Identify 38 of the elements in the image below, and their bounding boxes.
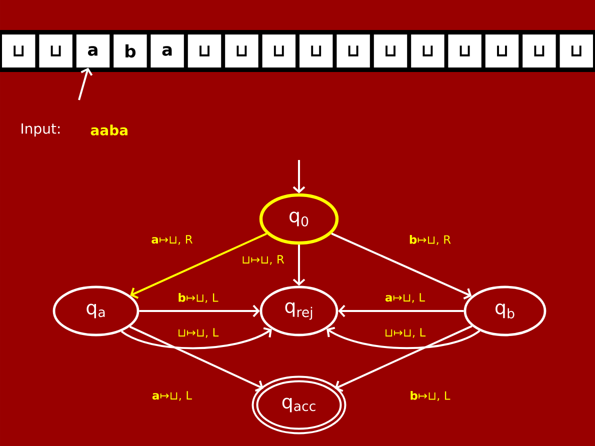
tape-cell: ⊔	[411, 34, 444, 68]
edge-label: ⊔↦⊔, L	[386, 328, 426, 338]
arrow	[78, 68, 93, 100]
input-label: Input:	[22, 123, 60, 137]
tape-cell: b	[114, 34, 147, 68]
arrow	[139, 304, 260, 318]
tape-cell: a	[76, 34, 110, 68]
tape-cell: ⊔	[374, 34, 408, 68]
tape-cell: ⊔	[522, 34, 556, 68]
edge-label: ⊔↦⊔, L	[178, 328, 219, 338]
tape-cell: ⊔	[39, 34, 72, 68]
tape-cell: ⊔	[300, 34, 333, 68]
arrow	[326, 326, 480, 350]
tape-cell: ⊔	[560, 34, 593, 68]
arrow	[331, 232, 472, 300]
edge-label: b↦⊔, R	[410, 234, 451, 246]
arrow	[338, 304, 464, 318]
arrow	[130, 232, 267, 299]
arrow	[292, 160, 306, 194]
edge-label: a↦⊔, R	[152, 235, 192, 245]
tape-cell: ⊔	[485, 34, 519, 68]
tape-cell: ⊔	[2, 34, 36, 68]
tape-cell: ⊔	[188, 34, 222, 68]
edge-label: b↦⊔, L	[410, 390, 450, 402]
arrow	[129, 326, 264, 392]
input-label: aaba	[90, 124, 128, 136]
arrow	[292, 244, 306, 286]
tape-cell: ⊔	[448, 34, 482, 68]
tape-cell: ⊔	[225, 34, 258, 68]
edge-label: a↦⊔, L	[152, 391, 192, 401]
edge-label: b↦⊔, L	[178, 292, 218, 304]
tape-cell: ⊔	[262, 34, 296, 68]
arrow	[121, 327, 272, 350]
tape-cell: ⊔	[336, 34, 370, 68]
edge-label: a↦⊔, L	[385, 293, 425, 303]
edge-label: ⊔↦⊔, R	[242, 255, 284, 265]
tape-cell: a	[150, 34, 184, 68]
arrow	[334, 325, 472, 392]
